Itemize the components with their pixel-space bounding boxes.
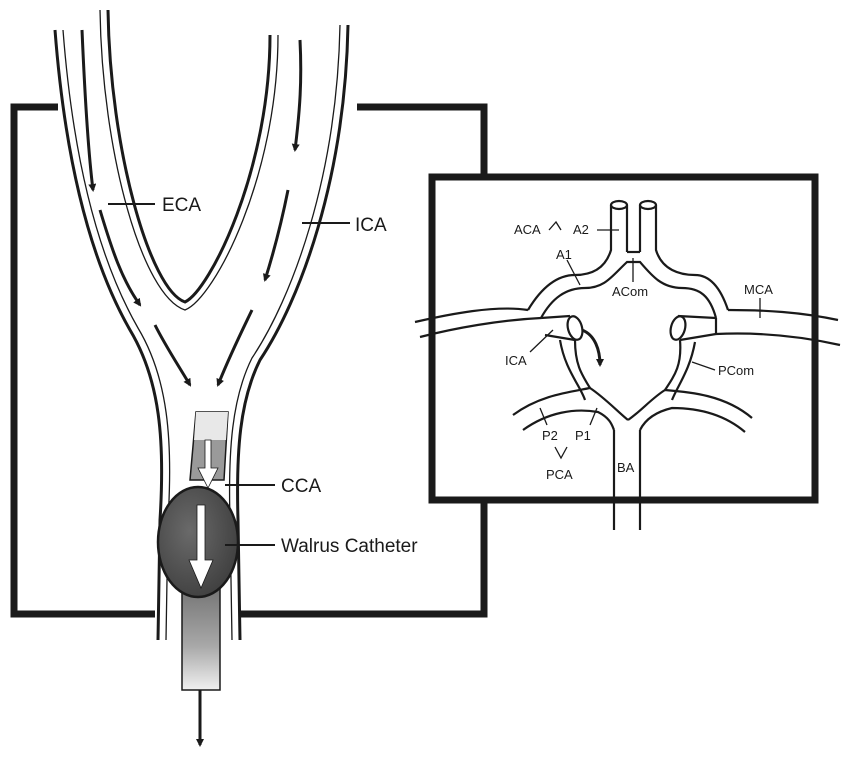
eca-flow-arrow-1 <box>80 29 97 192</box>
catheter-flow-arrow-1 <box>197 439 219 489</box>
label-walrus-catheter: Walrus Catheter <box>281 536 418 557</box>
label-pca: PCA <box>546 467 573 482</box>
ica-flow-arrow-2 <box>262 189 290 282</box>
label-mca: MCA <box>744 282 773 297</box>
flow-arrows <box>80 29 303 747</box>
catheter-shaft <box>181 579 221 691</box>
ica-flow-arrow-1 <box>291 39 303 152</box>
walrus-catheter <box>156 411 240 691</box>
label-eca: ECA <box>162 195 201 216</box>
catheter-flow-arrow-2 <box>188 504 214 590</box>
ica-flow-arrow-3 <box>216 309 254 387</box>
right-panel-frame <box>428 173 819 504</box>
label-a2: A2 <box>573 222 589 237</box>
right-leaders <box>529 220 761 460</box>
label-ica-right-panel: ICA <box>505 353 527 368</box>
label-a1: A1 <box>556 247 572 262</box>
label-p1: P1 <box>575 428 591 443</box>
label-ba: BA <box>617 460 635 475</box>
label-p2: P2 <box>542 428 558 443</box>
left-labels <box>108 203 350 546</box>
label-cca: CCA <box>281 476 321 497</box>
label-ica-left: ICA <box>355 215 387 236</box>
eca-flow-arrow-3 <box>153 324 192 387</box>
carotid-vessel <box>53 9 350 641</box>
eca-flow-arrow-2 <box>98 209 142 307</box>
label-acom: ACom <box>612 284 648 299</box>
label-pcom: PCom <box>718 363 754 378</box>
label-aca: ACA <box>514 222 541 237</box>
ica-backflow-arrow <box>581 328 604 367</box>
